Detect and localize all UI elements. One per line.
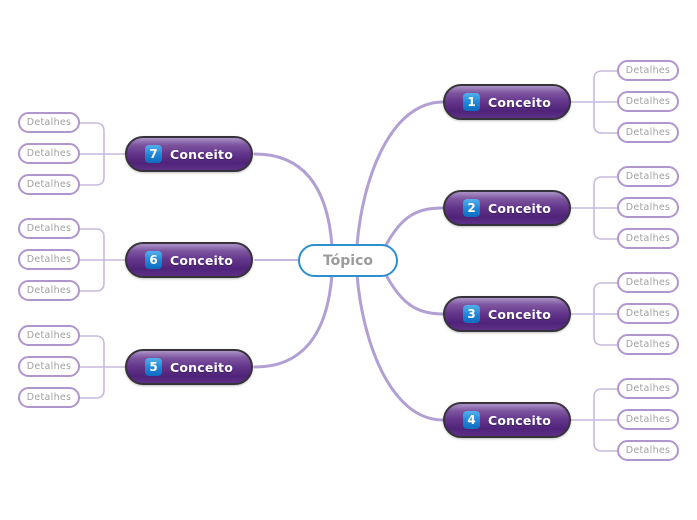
concept-number-badge: 2 [463,199,480,217]
detail-label: Detalhes [625,308,671,319]
detail-node[interactable]: Detalhes [18,174,80,195]
concept-label: Conceito [488,306,551,322]
concept-label: Conceito [170,252,233,268]
detail-node[interactable]: Detalhes [617,91,679,112]
concept-node-5[interactable]: 5 Conceito [125,349,253,385]
detail-wire [593,70,618,103]
detail-label: Detalhes [26,285,72,296]
detail-node[interactable]: Detalhes [18,218,80,239]
detail-label: Detalhes [625,233,671,244]
concept-label: Conceito [488,200,551,216]
concept-label: Conceito [170,146,233,162]
detail-node[interactable]: Detalhes [617,303,679,324]
branch-curve-3 [382,269,445,316]
detail-node[interactable]: Detalhes [617,334,679,355]
detail-node[interactable]: Detalhes [617,378,679,399]
detail-node[interactable]: Detalhes [18,249,80,270]
concept-number-badge: 7 [145,145,162,163]
detail-wire [593,176,618,209]
detail-node[interactable]: Detalhes [617,228,679,249]
detail-label: Detalhes [625,277,671,288]
concept-number-badge: 3 [463,305,480,323]
detail-node[interactable]: Detalhes [18,143,80,164]
branch-curve-1 [355,100,445,248]
detail-node[interactable]: Detalhes [617,440,679,461]
detail-label: Detalhes [26,254,72,265]
detail-label: Detalhes [26,148,72,159]
detail-label: Detalhes [625,414,671,425]
detail-node[interactable]: Detalhes [617,409,679,430]
concept-label: Conceito [170,359,233,375]
branch-curve-2 [382,206,445,251]
detail-wire [79,366,105,399]
detail-node[interactable]: Detalhes [18,325,80,346]
detail-label: Detalhes [625,96,671,107]
detail-label: Detalhes [26,330,72,341]
central-topic-label: Tópico [322,252,374,269]
detail-wire [79,153,105,186]
concept-node-4[interactable]: 4 Conceito [443,402,571,438]
branch-curve-4 [355,272,445,422]
concept-label: Conceito [488,412,551,428]
detail-wire [593,101,618,134]
detail-label: Detalhes [625,65,671,76]
concept-node-7[interactable]: 7 Conceito [125,136,253,172]
detail-label: Detalhes [625,383,671,394]
detail-node[interactable]: Detalhes [18,356,80,377]
detail-label: Detalhes [625,171,671,182]
detail-label: Detalhes [26,361,72,372]
detail-label: Detalhes [625,445,671,456]
detail-node[interactable]: Detalhes [18,387,80,408]
detail-wire [79,335,105,368]
detail-wire [593,388,618,421]
detail-label: Detalhes [26,392,72,403]
detail-wire [79,122,105,155]
detail-label: Detalhes [625,202,671,213]
detail-node[interactable]: Detalhes [617,166,679,187]
detail-label: Detalhes [26,117,72,128]
detail-node[interactable]: Detalhes [617,272,679,293]
concept-node-6[interactable]: 6 Conceito [125,242,253,278]
concept-label: Conceito [488,94,551,110]
branch-curve-5 [253,272,334,369]
concept-number-badge: 1 [463,93,480,111]
detail-node[interactable]: Detalhes [617,197,679,218]
detail-label: Detalhes [26,223,72,234]
detail-label: Detalhes [625,127,671,138]
detail-node[interactable]: Detalhes [18,280,80,301]
detail-wire [79,259,105,292]
detail-wire [593,419,618,452]
concept-number-badge: 4 [463,411,480,429]
central-topic-node[interactable]: Tópico [298,244,398,277]
concept-node-2[interactable]: 2 Conceito [443,190,571,226]
concept-node-3[interactable]: 3 Conceito [443,296,571,332]
detail-wire [593,313,618,346]
detail-wire [593,207,618,240]
detail-node[interactable]: Detalhes [617,60,679,81]
branch-curve-7 [253,152,334,248]
detail-node[interactable]: Detalhes [18,112,80,133]
detail-label: Detalhes [26,179,72,190]
detail-label: Detalhes [625,339,671,350]
concept-number-badge: 5 [145,358,162,376]
detail-node[interactable]: Detalhes [617,122,679,143]
detail-wire [79,228,105,261]
detail-wire [593,282,618,315]
concept-node-1[interactable]: 1 Conceito [443,84,571,120]
concept-number-badge: 6 [145,251,162,269]
